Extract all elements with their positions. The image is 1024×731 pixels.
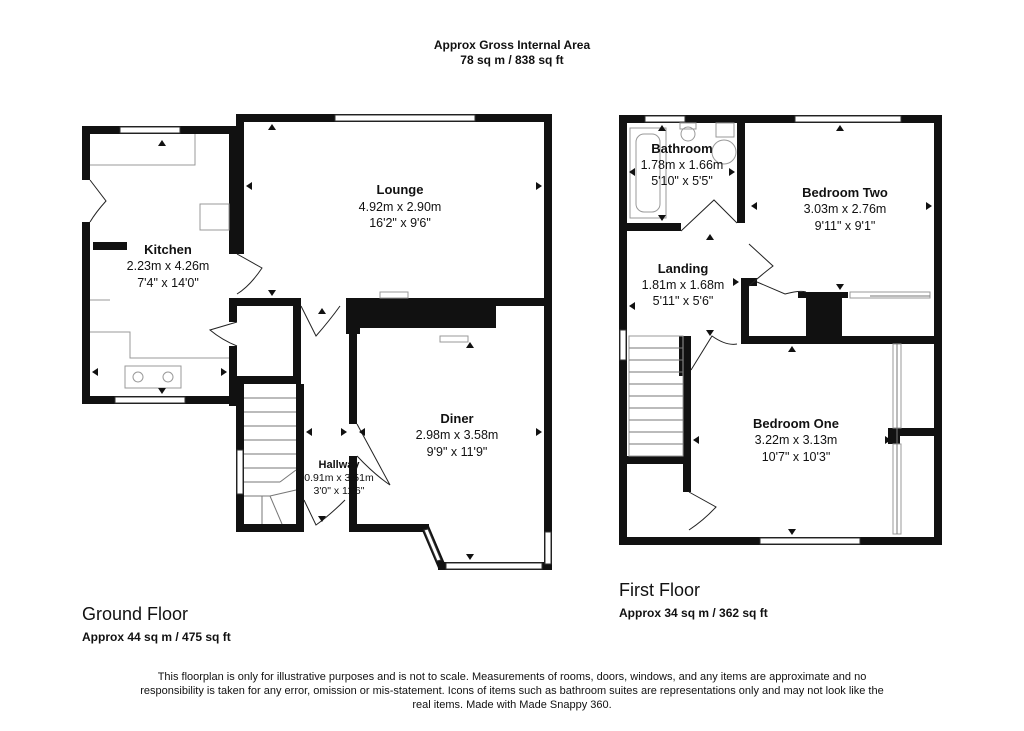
bedroom-one-name: Bedroom One	[753, 416, 839, 431]
kitchen-fittings	[90, 134, 469, 389]
bedroom-one-imperial: 10'7" x 10'3"	[762, 450, 831, 464]
first-floor-stairs	[628, 335, 684, 457]
kitchen-imperial: 7'4" x 14'0"	[137, 276, 199, 290]
bedroom-two-metric: 3.03m x 2.76m	[804, 202, 887, 216]
first-floor-title: First Floor	[619, 580, 700, 600]
bedroom-two-name: Bedroom Two	[802, 185, 888, 200]
hallway-metric: 0.91m x 3.51m	[304, 472, 374, 484]
ground-floor-stairs	[244, 397, 297, 525]
wardrobes	[849, 291, 931, 535]
header-title: Approx Gross Internal Area	[433, 38, 591, 52]
kitchen-metric: 2.23m x 4.26m	[127, 259, 210, 273]
hallway-imperial: 3'0" x 11'6"	[314, 485, 365, 497]
lounge-name: Lounge	[377, 182, 424, 197]
first-floor-area: Approx 34 sq m / 362 sq ft	[619, 606, 768, 620]
bathroom-name: Bathroom	[651, 141, 712, 156]
diner-name: Diner	[440, 411, 473, 426]
disclaimer-text: This floorplan is only for illustrative …	[140, 671, 884, 711]
bedroom-two-imperial: 9'11" x 9'1"	[815, 219, 876, 233]
lounge-imperial: 16'2" x 9'6"	[369, 216, 431, 230]
header-area: 78 sq m / 838 sq ft	[460, 53, 564, 67]
ground-floor-title: Ground Floor	[82, 604, 189, 624]
landing-imperial: 5'11" x 5'6"	[653, 294, 714, 308]
ground-floor-walls	[82, 114, 552, 570]
bathroom-imperial: 5'10" x 5'5"	[651, 174, 713, 188]
room-labels: Kitchen 2.23m x 4.26m 7'4" x 14'0" Loung…	[127, 141, 888, 497]
bathroom-metric: 1.78m x 1.66m	[641, 158, 724, 172]
hallway-name: Hallway	[319, 459, 361, 471]
kitchen-name: Kitchen	[144, 242, 192, 257]
lounge-metric: 4.92m x 2.90m	[359, 200, 442, 214]
landing-metric: 1.81m x 1.68m	[642, 278, 725, 292]
bedroom-one-metric: 3.22m x 3.13m	[755, 433, 838, 447]
diner-imperial: 9'9" x 11'9"	[427, 445, 488, 459]
diner-metric: 2.98m x 3.58m	[416, 428, 499, 442]
landing-name: Landing	[658, 261, 709, 276]
first-floor-doors	[680, 199, 807, 531]
bathroom-fittings	[629, 122, 737, 219]
first-floor-windows	[619, 115, 902, 545]
ground-floor-area: Approx 44 sq m / 475 sq ft	[82, 630, 231, 644]
ground-floor-doors	[89, 179, 391, 526]
measurement-arrows	[92, 124, 932, 560]
ground-floor-windows	[114, 114, 552, 570]
